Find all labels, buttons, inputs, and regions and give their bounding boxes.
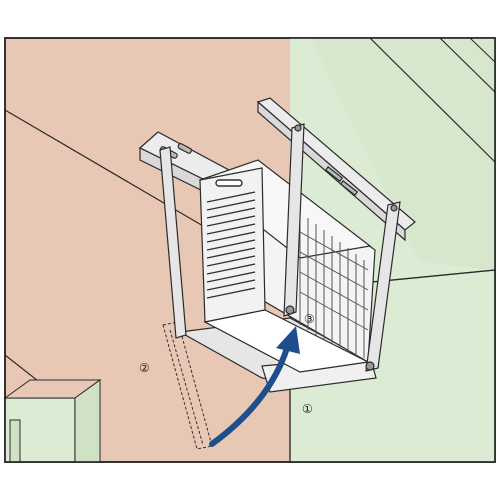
callout-3-label: ③ [304, 312, 315, 326]
support-arm-left [159, 146, 187, 339]
callout-1-label: ① [302, 402, 313, 416]
callout-2: ② [139, 361, 150, 375]
callout-3: ③ [304, 312, 315, 326]
support-arm-center [283, 123, 305, 317]
curved-arrow [209, 326, 300, 447]
dashed-leg-outline [162, 321, 213, 450]
wall-left [3, 379, 102, 463]
frame-border [4, 37, 496, 463]
support-arm-right [365, 201, 401, 372]
front-grille [206, 179, 256, 299]
callout-1: ① [302, 402, 313, 416]
side-grille [299, 212, 369, 358]
callout-2-label: ② [139, 361, 150, 375]
